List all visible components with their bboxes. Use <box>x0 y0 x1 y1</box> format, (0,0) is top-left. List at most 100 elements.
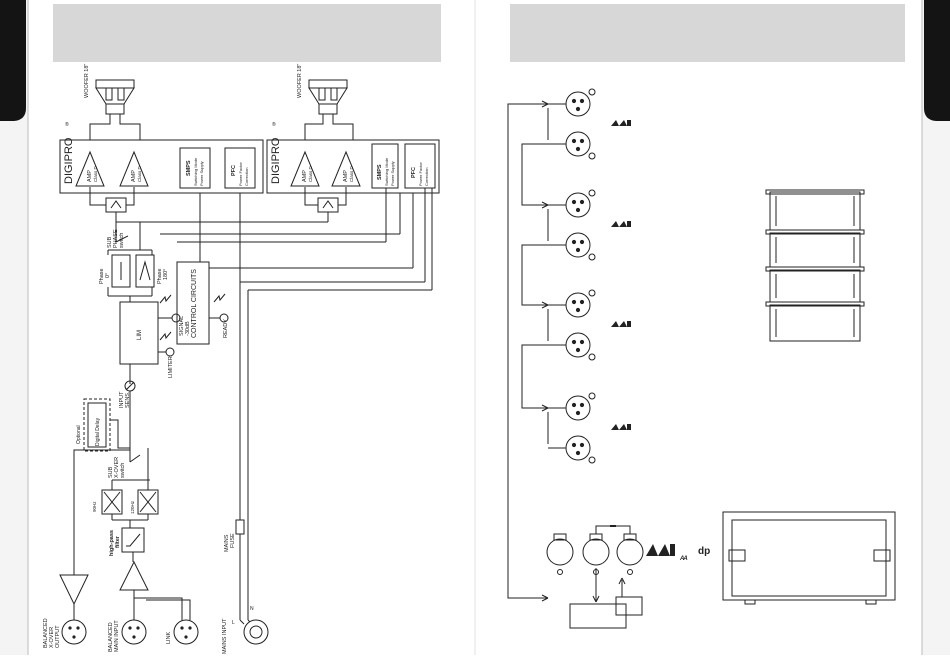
left-header-band <box>53 4 441 62</box>
xlr-main-input <box>121 619 147 645</box>
pfc-box-2 <box>404 143 436 189</box>
high-pass-label-1: high-pass <box>109 530 115 556</box>
amp-1-triangle-a <box>75 150 105 187</box>
smps-2-title: SMPS <box>377 164 383 180</box>
right-panel <box>507 88 896 629</box>
bal-xover-label-3: OUTPUT <box>55 625 61 648</box>
signal-led <box>171 313 181 323</box>
smps-2-sub2: Power Supply <box>390 161 395 186</box>
chain-unit-input-xlr <box>565 292 591 318</box>
woofer-1-magnet <box>105 103 125 115</box>
smps-1-sub1: Switching Mode <box>193 157 198 186</box>
woofer-2 <box>308 79 348 115</box>
mains-fuse <box>235 519 245 535</box>
sub-xover-label-1: SUB <box>108 466 114 478</box>
amp-1a-label: AMP <box>87 170 93 182</box>
woofer-2-label: WOOFER 18" <box>297 64 303 98</box>
phase-0-label-1: Phase <box>99 268 105 284</box>
phase-180-label-2: 180° <box>163 269 169 280</box>
pfc-2-sub2: Correction <box>424 168 429 186</box>
chain-unit-input-xlr <box>565 91 591 117</box>
high-pass-filter <box>121 527 145 553</box>
optional-delay-outline <box>83 398 111 452</box>
mains-fuse-label-1: MAINS <box>224 534 230 552</box>
amp-1-triangle-b <box>119 150 149 187</box>
sub-phase-switch <box>115 235 129 243</box>
amp-module-1 <box>59 139 264 194</box>
bal-main-label-1: BALANCED <box>108 622 114 652</box>
link-label: LINK <box>166 631 172 644</box>
cabinet-handle-right <box>873 549 891 562</box>
right-panel-logos: AA dp <box>679 546 710 562</box>
mains-input-connector <box>243 619 269 645</box>
destination-box <box>615 596 643 616</box>
pfc-1-title: PFC <box>231 165 237 176</box>
control-circuits-box <box>176 261 210 345</box>
bal-main-label-2: MAIN INPUT <box>114 620 120 652</box>
amp-2a-class: Class D <box>308 165 313 182</box>
main-input-receiver <box>119 560 149 591</box>
xlr-link <box>173 619 199 645</box>
amp-2a-label: AMP <box>302 170 308 182</box>
splitter-2 <box>317 197 339 213</box>
smps-1-title: SMPS <box>186 160 192 176</box>
bal-xover-label-1: BALANCED <box>43 618 49 648</box>
limiter-label: LIMITER <box>168 356 174 378</box>
panel-xlr-3 <box>616 538 644 566</box>
limiter-led <box>165 347 175 357</box>
digital-delay-box <box>87 402 107 448</box>
array-cabinet-4 <box>769 304 861 342</box>
mains-input-label: MAINS INPUT <box>222 618 228 654</box>
sub-phase-label-1: SUB <box>107 236 113 248</box>
reg-mark-1: ® <box>65 121 69 128</box>
chain-unit-output-xlr <box>565 435 591 461</box>
pfc-2-sub1: Power Factor <box>418 162 423 186</box>
xover-output-driver <box>59 574 89 606</box>
chain-unit-input-xlr <box>565 192 591 218</box>
amp-2-triangle-b <box>331 150 361 187</box>
digital-delay-label: Digital Delay <box>95 417 101 446</box>
pfc-1-sub2: Correction <box>244 168 249 186</box>
chain-unit-amp-logo <box>611 321 631 327</box>
control-circuits-label: CONTROL CIRCUITS <box>191 269 198 338</box>
chain-unit-output-xlr <box>565 332 591 358</box>
smps-1-sub2: Power Supply <box>199 161 204 186</box>
cabinet-inner <box>731 519 887 597</box>
array-cabinet-1 <box>769 191 861 231</box>
speaker-array <box>765 189 865 342</box>
signal-led-rays <box>159 294 172 304</box>
chain-unit-amp-logo <box>611 424 631 430</box>
amp-1b-label: AMP <box>131 170 137 182</box>
limiter-box <box>119 301 159 365</box>
array-cabinet-2 <box>769 232 861 268</box>
amp-1a-class: Class D <box>93 165 98 182</box>
ready-led <box>219 313 229 323</box>
amp-2-triangle-a <box>290 150 320 187</box>
chain-return-cable <box>507 103 548 599</box>
woofer-2-magnet <box>318 103 338 115</box>
brand-label-1: DIGIPRO <box>63 137 75 184</box>
phase-180-label-1: Phase <box>157 268 163 284</box>
chain-unit-amp-logo <box>611 221 631 227</box>
f-120-label: 120Hz <box>130 500 135 514</box>
f-90-label: 90Hz <box>92 501 97 512</box>
phase-180-box <box>135 254 155 288</box>
array-cabinet-3 <box>769 269 861 303</box>
left-schematic <box>59 79 440 645</box>
chain-unit-input-xlr <box>565 395 591 421</box>
phase-0-box <box>111 254 131 288</box>
smps-box-1 <box>179 147 211 189</box>
right-header-band <box>510 4 905 62</box>
chain-link-cable <box>521 344 548 409</box>
amp-1b-class: Class D <box>137 165 142 182</box>
chain-link-cable <box>521 244 548 306</box>
pfc-box-1 <box>224 147 256 189</box>
signal-label-2: -30dB <box>185 321 191 336</box>
left-schematic-labels: WOOFER 18" WOOFER 18" DIGIPRO ® DIGIPRO … <box>43 64 429 654</box>
amp-logo-bottom-graphic <box>646 544 675 556</box>
woofer-1-label: WOOFER 18" <box>84 64 90 98</box>
woofer-1-cone <box>95 87 135 105</box>
woofer-2-cone <box>308 87 348 105</box>
smps-box-2 <box>371 143 399 189</box>
